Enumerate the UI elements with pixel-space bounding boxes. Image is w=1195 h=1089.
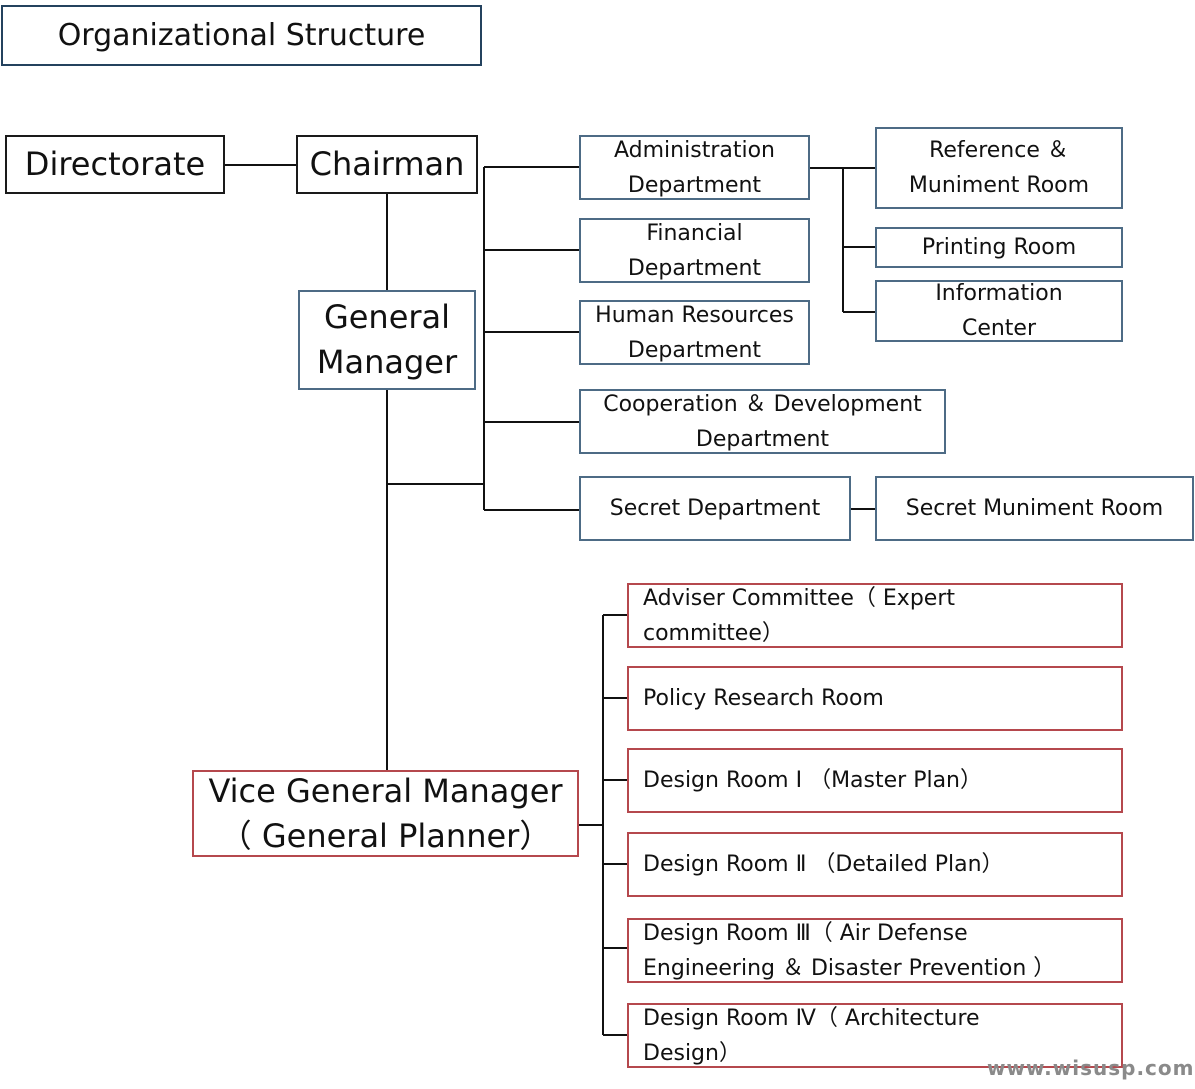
node-reference-muniment-room: Reference ＆Muniment Room [875,127,1123,209]
node-vice-general-manager: Vice General Manager（ General Planner） [192,770,579,857]
diagram-title: Organizational Structure [1,5,482,66]
node-design-room-2: Design Room Ⅱ （Detailed Plan） [627,832,1123,897]
node-secret-muniment-room: Secret Muniment Room [875,476,1194,541]
node-chairman: Chairman [296,135,478,194]
watermark: www.wisusp.com [987,1056,1195,1080]
node-directorate: Directorate [5,135,225,194]
node-policy-research-room: Policy Research Room [627,666,1123,731]
node-secret-department: Secret Department [579,476,851,541]
node-printing-room: Printing Room [875,227,1123,268]
node-design-room-1: Design Room Ⅰ （Master Plan） [627,748,1123,813]
